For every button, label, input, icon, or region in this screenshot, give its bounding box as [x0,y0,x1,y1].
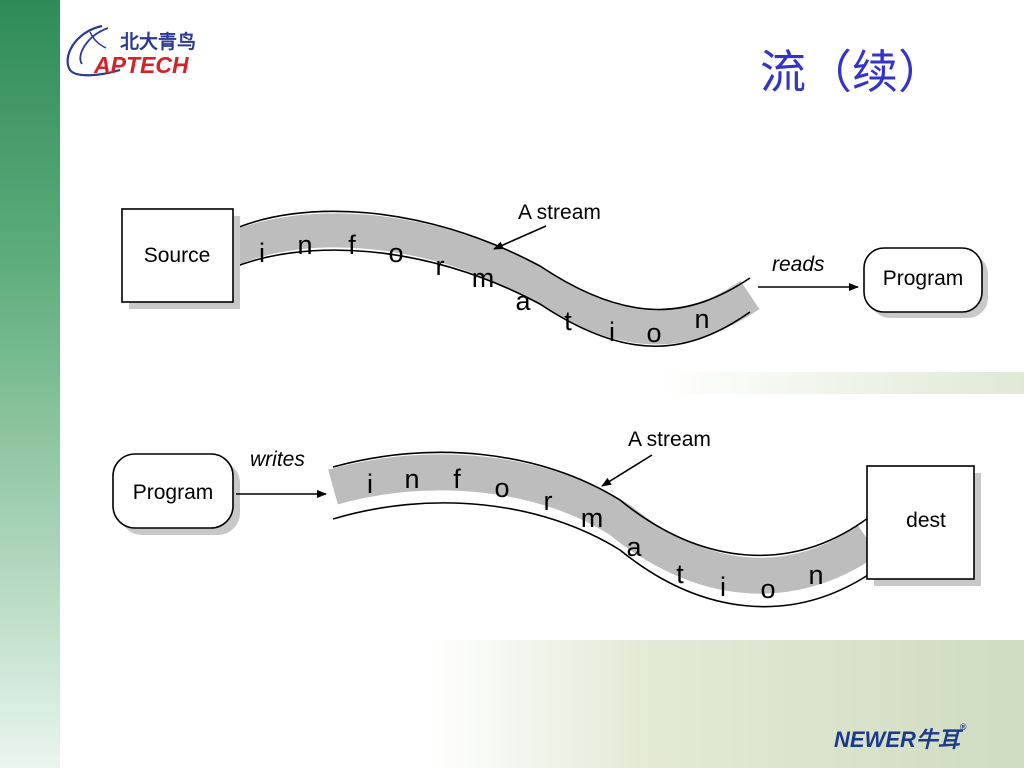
source-box [121,208,234,303]
write-stream-letter: i [720,572,726,602]
read-stream-letter: a [515,286,531,316]
write-stream-letter: m [581,503,604,533]
read-stream-letter: o [388,238,403,268]
write-stream-letter: t [676,559,684,589]
decorative-band [660,372,1024,394]
write-stream-letter: n [808,560,823,590]
read-diagram: Source i n f o r m a t i o n A stream re… [121,201,988,348]
write-stream-letter: n [404,464,419,494]
reads-label: reads [772,253,825,276]
logo-chinese-text: 北大青鸟 [120,30,196,53]
dest-box [866,465,975,580]
read-stream-letter: r [436,251,445,281]
write-program-node [112,453,234,529]
read-stream-band [225,210,760,348]
brand-registered-mark: ® [959,722,967,732]
writes-label: writes [250,448,305,471]
write-stream-label: A stream [628,428,711,451]
read-stream-label: A stream [518,201,601,224]
read-stream-letter: t [564,306,572,336]
read-stream-letter: i [259,238,265,268]
read-stream-letter: o [646,318,661,348]
dest-label: dest [906,509,946,532]
write-stream-letter: i [367,469,373,499]
read-stream-letter: n [297,230,312,260]
write-diagram: Program writes i n f o r m a t i o n A s… [112,428,981,608]
slide-title: 流（续） [760,45,944,99]
source-label: Source [144,244,211,267]
write-stream-letter: f [453,464,461,494]
write-stream-letter: r [544,486,553,516]
write-stream-letter: o [760,574,775,604]
newer-brand: NEWER牛耳® [834,722,967,754]
read-stream-pointer [493,225,547,250]
keyboard-decoration [430,640,1024,768]
write-program-label: Program [133,481,214,504]
side-strip [0,0,60,768]
write-stream-pointer [601,454,653,487]
read-program-node [863,247,983,313]
read-stream-letter: n [694,304,709,334]
aptech-logo: 北大青鸟 APTECH [66,24,196,78]
read-stream-letter: m [472,263,495,293]
write-stream-letter: a [626,532,642,562]
read-stream-letter: i [609,317,615,347]
write-stream-band [328,451,879,608]
brand-chinese: 牛耳 [915,727,960,752]
read-program-label: Program [883,267,964,290]
write-stream-letter: o [494,473,509,503]
read-stream-letter: f [348,230,356,260]
logo-latin-text: APTECH [93,52,189,78]
brand-latin: NEWER [834,727,916,752]
